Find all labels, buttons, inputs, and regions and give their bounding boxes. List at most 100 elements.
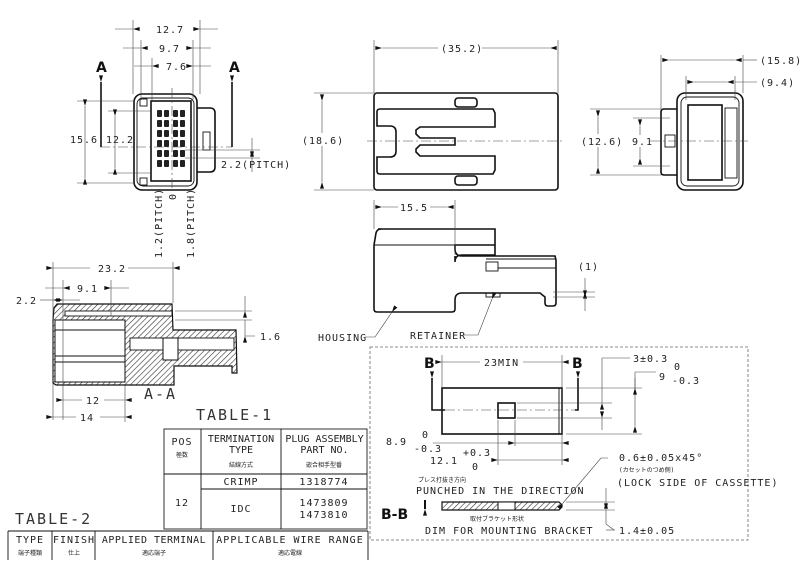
- contact-cavity: [716, 154, 720, 161]
- dim-bracket-length: 23MIN: [484, 358, 519, 369]
- dim-aa-thickness: 1.6: [260, 332, 281, 343]
- table-2-header-wire-range-jp: 適応電線: [278, 549, 302, 557]
- contact-cavity: [701, 132, 705, 139]
- dim-top-height: (18.6): [302, 136, 344, 147]
- dim-front-pitch-vertical: 2.2(PITCH): [221, 160, 291, 171]
- dim-bracket-width-tol-lower: -0.3: [672, 376, 700, 387]
- section-aa-title: A-A: [144, 385, 177, 403]
- dim-bracket-hole-pos-tol-lower: -0.3: [414, 444, 442, 455]
- contact-cavity: [164, 140, 169, 147]
- dim-bracket-hole-pos2-tol-lower: 0: [472, 462, 479, 473]
- dim-bracket-thickness: 1.4±0.05: [619, 526, 675, 537]
- dim-bracket-hole-pos2-tol-upper: +0.3: [463, 448, 491, 459]
- dim-rear-height-inner: 9.1: [632, 137, 653, 148]
- dim-chamfer: 0.6±0.05x45°: [619, 453, 703, 464]
- table-1-header-part-no-jp: 嵌合相手型番: [306, 461, 342, 469]
- caption-mounting-bracket: DIM FOR MOUNTING BRACKET: [425, 526, 594, 537]
- contact-cavity: [716, 143, 720, 150]
- contact-cavity: [157, 130, 162, 137]
- label-retainer: RETAINER: [410, 331, 466, 342]
- table-2-title: TABLE-2: [15, 510, 92, 528]
- table-1-header-pos-jp: 極数: [176, 451, 188, 459]
- contact-cavity: [164, 160, 169, 167]
- section-mark-a-left: A: [96, 60, 107, 76]
- table-1-part-crimp: 1318774: [299, 477, 348, 488]
- dim-aa-inner: 12: [86, 396, 100, 407]
- contact-grid: [157, 110, 185, 167]
- table-2: TABLE-2 TYPE 端子種類 FINISH 仕上 APPLIED TERM…: [7, 510, 369, 560]
- front-view: A A 12.7 9.7 7.6 15.6 12.2 2.2(PITCH) 1.…: [70, 20, 291, 258]
- section-a-a: 23.2 9.1 2.2 1.6 12 14 A-A: [16, 262, 281, 424]
- table-2-header-type: TYPE: [16, 535, 44, 546]
- dim-aa-outer: 14: [80, 413, 94, 424]
- dim-front-height-outer: 15.6: [70, 135, 98, 146]
- contact-cavity: [157, 160, 162, 167]
- dim-front-width-mid: 9.7: [159, 44, 180, 55]
- dim-front-width-outer: 12.7: [156, 25, 184, 36]
- table-2-header-wire-range: APPLICABLE WIRE RANGE: [216, 535, 363, 546]
- table-1: TABLE-1 POS 極数 TERMINATION TYPE 結線方式 PLU…: [163, 406, 368, 530]
- caption-jp: 取付ブラケット形状: [470, 515, 524, 523]
- punch-direction-label: PUNCHED IN THE DIRECTION: [416, 486, 585, 497]
- dim-bracket-hole-pos2: 12.1: [430, 456, 458, 467]
- dim-aa-offset: 9.1: [77, 284, 98, 295]
- contact-cavity: [716, 110, 720, 117]
- contact-cavity: [701, 165, 705, 172]
- dim-front-width-inner: 7.6: [166, 62, 187, 73]
- dim-top-length: (35.2): [441, 44, 483, 55]
- dim-bracket-hole-pos-tol-upper: 0: [422, 430, 429, 441]
- contact-cavity: [692, 132, 696, 139]
- chamfer-note-jp: (カセットのつめ側): [619, 466, 674, 474]
- contact-cavity: [173, 140, 178, 147]
- contact-cavity: [692, 110, 696, 117]
- dim-front-height-inner: 12.2: [106, 135, 134, 146]
- contact-cavity: [180, 110, 185, 117]
- contact-cavity: [701, 110, 705, 117]
- dim-rear-height-outer: (12.6): [581, 137, 623, 148]
- contact-cavity: [173, 120, 178, 127]
- table-1-type-crimp: CRIMP: [223, 477, 258, 488]
- section-mark-a-right: A: [229, 60, 240, 76]
- dim-rear-width-inner: (9.4): [760, 78, 795, 89]
- contact-cavity: [692, 165, 696, 172]
- dim-bracket-width-tol-upper: 0: [674, 362, 681, 373]
- table-1-header-pos: POS: [171, 437, 192, 448]
- contact-cavity: [710, 121, 714, 128]
- contact-cavity: [157, 120, 162, 127]
- table-1-part-idc-2: 1473810: [299, 510, 348, 521]
- dim-front-zero: 0: [168, 193, 179, 200]
- dim-rear-width-outer: (15.8): [760, 56, 800, 67]
- table-1-pos-value: 12: [175, 498, 189, 509]
- contact-cavity: [180, 140, 185, 147]
- table-1-header-termination: TERMINATION TYPE: [207, 434, 275, 456]
- contact-cavity: [173, 160, 178, 167]
- contact-cavity: [716, 165, 720, 172]
- contact-cavity: [692, 143, 696, 150]
- contact-cavity: [710, 110, 714, 117]
- dim-front-pitch-2: 1.8(PITCH): [186, 188, 197, 258]
- dim-side-gap: (1): [578, 262, 599, 273]
- contact-cavity: [164, 110, 169, 117]
- contact-cavity: [716, 121, 720, 128]
- dim-front-pitch-1: 1.2(PITCH): [154, 188, 165, 258]
- contact-cavity: [157, 140, 162, 147]
- section-bb-title: B-B: [381, 507, 408, 523]
- contact-cavity: [164, 130, 169, 137]
- section-mark-b-right: B: [572, 356, 583, 372]
- table-1-title: TABLE-1: [196, 406, 273, 424]
- contact-cavity: [710, 154, 714, 161]
- table-2-header-type-jp: 端子種類: [18, 549, 42, 557]
- table-1-header-termination-jp: 結線方式: [229, 461, 253, 469]
- contact-cavity: [157, 110, 162, 117]
- section-mark-b-left: B: [424, 356, 435, 372]
- contact-cavity: [701, 121, 705, 128]
- contact-cavity: [164, 150, 169, 157]
- contact-cavity: [173, 150, 178, 157]
- table-2-header-applied-terminal-jp: 適応端子: [142, 549, 166, 557]
- contact-cavity: [710, 143, 714, 150]
- contact-cavity: [157, 150, 162, 157]
- dim-bracket-hole-pos: 8.9: [386, 437, 407, 448]
- contact-cavity: [701, 143, 705, 150]
- dim-bracket-hole: 3±0.3: [633, 354, 668, 365]
- contact-cavity: [710, 165, 714, 172]
